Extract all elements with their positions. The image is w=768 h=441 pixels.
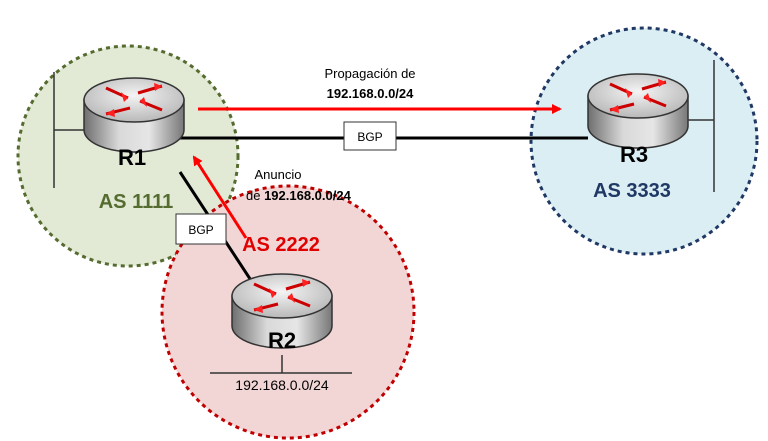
bgp-box-left: BGP [175, 213, 227, 245]
router-r2-label: R2 [268, 328, 296, 353]
propagation-text-line2: 192.168.0.0/24 [327, 86, 415, 101]
r2-subnet-label: 192.168.0.0/24 [235, 377, 329, 393]
bgp-label-left: BGP [188, 223, 213, 237]
announce-network: 192.168.0.0/24 [264, 188, 352, 203]
announce-text-line1: Anuncio [255, 167, 302, 182]
as3333-label: AS 3333 [593, 180, 671, 202]
as2222-label: AS 2222 [242, 234, 320, 256]
router-r3[interactable] [586, 72, 690, 150]
router-r1[interactable] [82, 76, 186, 154]
bgp-box-top: BGP [343, 121, 397, 151]
router-r1-label: R1 [118, 145, 146, 170]
router-r3-label: R3 [620, 142, 648, 167]
announce-text-line2: de 192.168.0.0/24 [246, 188, 352, 203]
announce-prefix: de [246, 188, 264, 203]
bgp-label-top: BGP [357, 130, 382, 144]
propagation-text-line1: Propagación de [324, 66, 415, 81]
announce-arrow [192, 155, 248, 239]
as1111-label: AS 1111 [99, 191, 174, 213]
router-icon [82, 76, 186, 154]
router-icon [586, 72, 690, 150]
